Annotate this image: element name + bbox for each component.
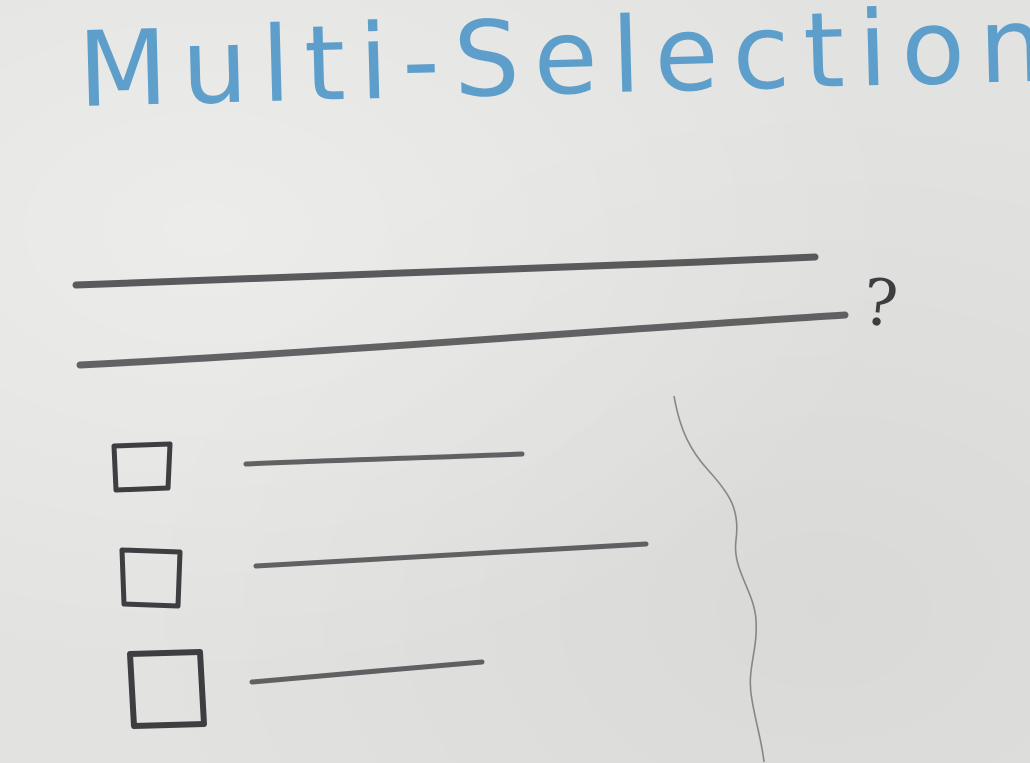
question-line-1	[72, 253, 819, 289]
option-label	[253, 541, 649, 569]
question-line-2	[76, 311, 849, 369]
question-text	[72, 253, 849, 369]
option-label	[249, 659, 485, 685]
wavy-edge	[673, 395, 765, 763]
option-label	[243, 451, 525, 467]
page-title: Multi-Selection	[76, 0, 1030, 131]
checkbox[interactable]	[120, 644, 212, 734]
question-mark: ?	[859, 265, 902, 343]
list-item[interactable]	[100, 430, 540, 500]
list-item[interactable]	[110, 640, 510, 740]
checkbox[interactable]	[114, 542, 188, 614]
checkbox[interactable]	[108, 438, 178, 498]
list-item[interactable]	[100, 530, 660, 620]
